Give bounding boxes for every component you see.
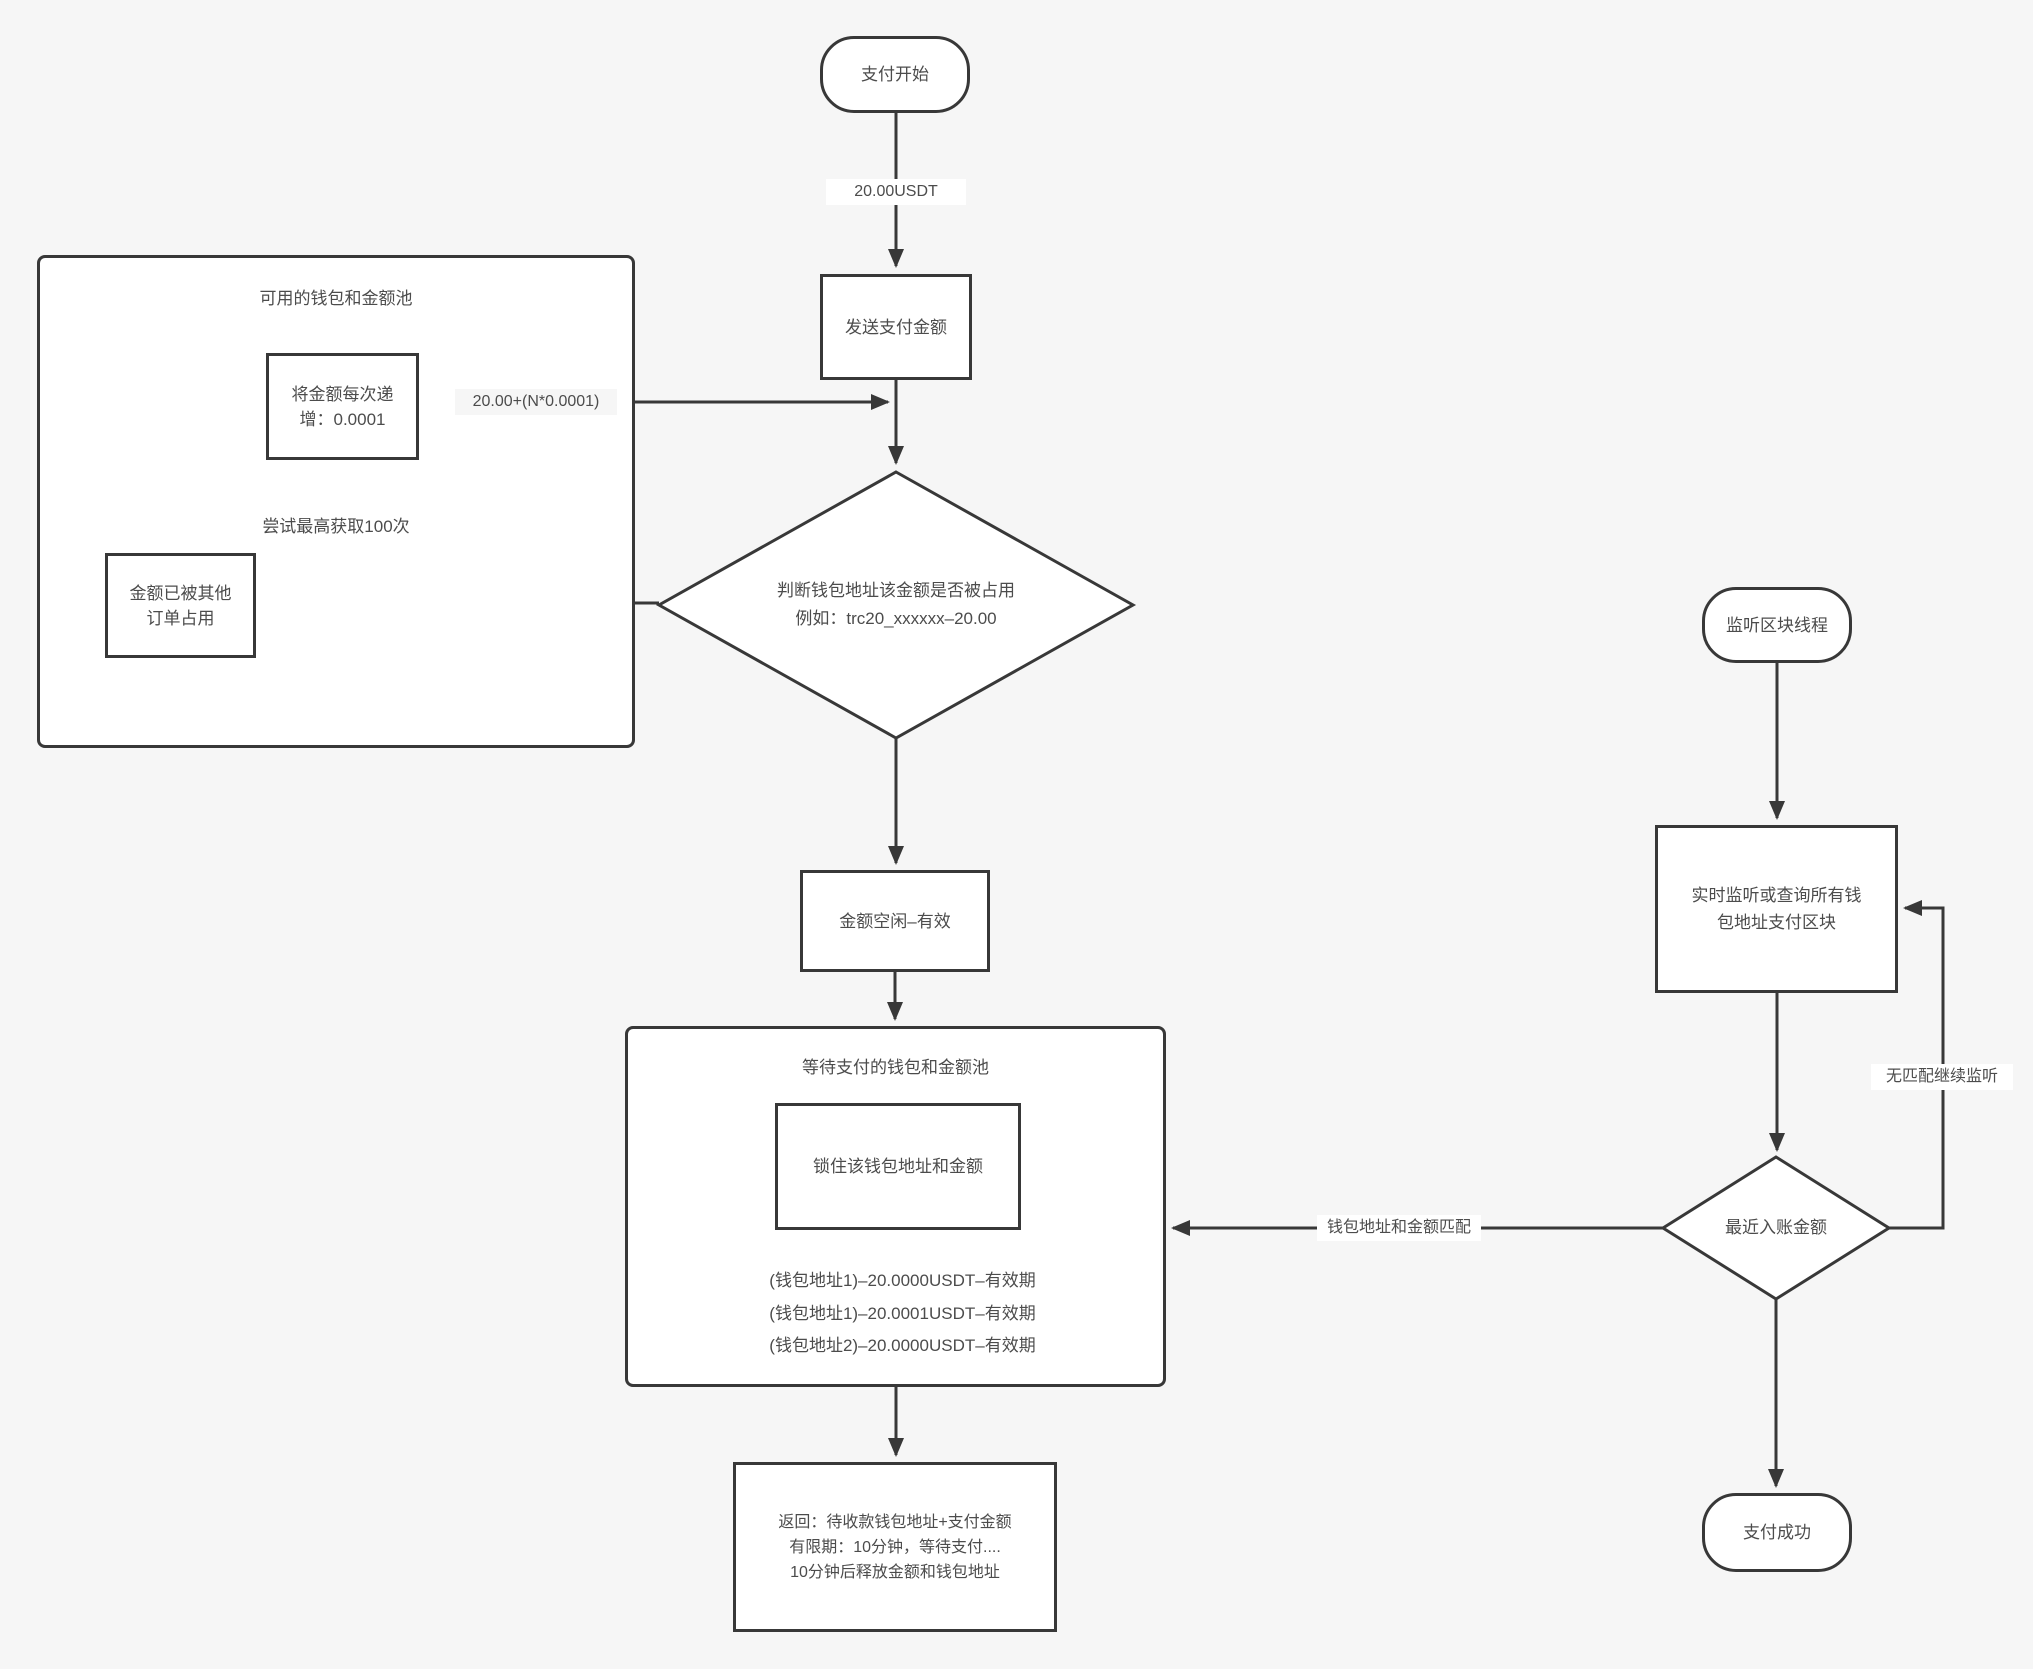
start-label: 支付开始 [861, 65, 929, 84]
recent-amount-diamond [1660, 1155, 1892, 1301]
pool-entries: (钱包地址1)–20.0000USDT–有效期 (钱包地址1)–20.0001U… [628, 1265, 1177, 1363]
no-match-label: 无匹配继续监听 [1871, 1064, 2013, 1090]
success-node: 支付成功 [1702, 1493, 1852, 1572]
return-box: 返回：待收款钱包地址+支付金额 有限期：10分钟，等待支付.... 10分钟后释… [733, 1462, 1057, 1632]
send-box: 发送支付金额 [820, 274, 972, 380]
match-label: 钱包地址和金额匹配 [1317, 1215, 1481, 1241]
occupied-decision-line2: 例如：trc20_xxxxxx–20.00 [795, 609, 997, 628]
listener-node: 监听区块线程 [1702, 587, 1852, 663]
available-pool-container: 可用的钱包和金额池 将金额每次递增：0.0001 尝试最高获取100次 金额已被… [37, 255, 635, 748]
return-line: 返回：待收款钱包地址+支付金额 [778, 1513, 1012, 1531]
occupied-box: 金额已被其他订单占用 [105, 553, 256, 658]
monitor-box: 实时监听或查询所有钱包地址支付区块 [1655, 825, 1898, 993]
return-line: 有限期：10分钟，等待支付.... [789, 1538, 1001, 1556]
start-node: 支付开始 [820, 36, 970, 113]
occupied-decision-line1: 判断钱包地址该金额是否被占用 [777, 581, 1015, 600]
send-label: 发送支付金额 [845, 317, 947, 337]
waiting-pool-title: 等待支付的钱包和金额池 [802, 1058, 989, 1077]
pool-entry: (钱包地址1)–20.0001USDT–有效期 [769, 1303, 1036, 1323]
occupied-decision-diamond [655, 470, 1137, 740]
waiting-pool-container: 等待支付的钱包和金额池 锁住该钱包地址和金额 (钱包地址1)–20.0000US… [625, 1026, 1166, 1387]
recent-amount-label: 最近入账金额 [1725, 1218, 1827, 1237]
occupied-decision-label: 判断钱包地址该金额是否被占用 例如：trc20_xxxxxx–20.00 [676, 549, 1116, 661]
retry-note: 尝试最高获取100次 [262, 517, 410, 536]
amount-label: 20.00USDT [826, 179, 966, 205]
increment-formula-label: 20.00+(N*0.0001) [455, 389, 617, 415]
pool-entry: (钱包地址2)–20.0000USDT–有效期 [769, 1336, 1036, 1355]
return-line: 10分钟后释放金额和钱包地址 [790, 1563, 1000, 1581]
increment-box: 将金额每次递增：0.0001 [266, 353, 419, 460]
available-pool-title: 可用的钱包和金额池 [259, 289, 413, 308]
pool-entry: (钱包地址1)–20.0000USDT–有效期 [769, 1271, 1036, 1290]
valid-box: 金额空闲–有效 [800, 870, 990, 972]
lock-box: 锁住该钱包地址和金额 [775, 1103, 1021, 1230]
